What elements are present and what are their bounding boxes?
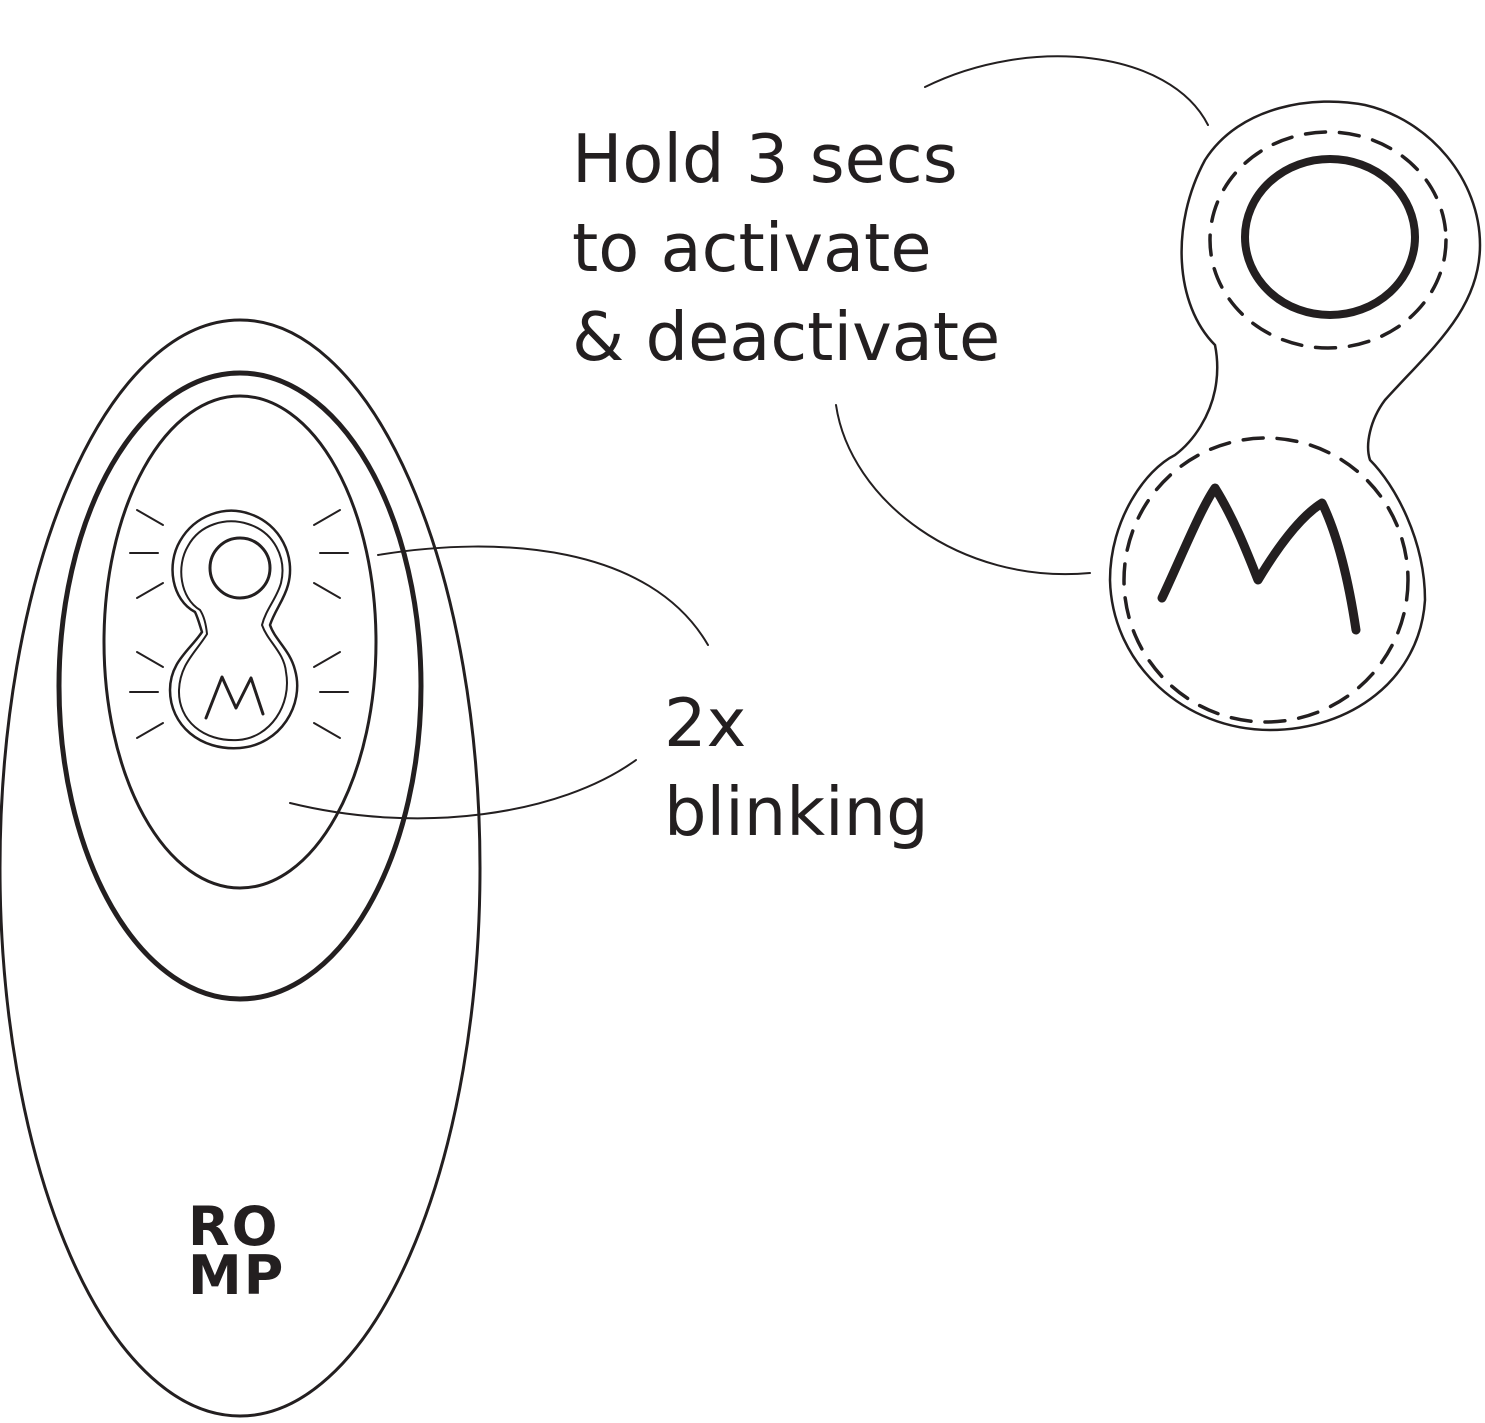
remote-body-outline [0, 318, 482, 1418]
blink-label-line-1: 2x [664, 684, 747, 762]
blink-label-line-2: blinking [664, 773, 929, 851]
blink-instruction-label: 2x blinking [664, 679, 929, 857]
hold-instruction-label: Hold 3 secs to activate & deactivate [572, 115, 1000, 382]
blink-leader-lower [289, 759, 637, 820]
m-logo-icon [1157, 483, 1361, 635]
hold-leader-lower [835, 404, 1091, 576]
remote-button-pair-icon [168, 509, 299, 750]
button-closeup-outline [1108, 100, 1482, 732]
m-button-dashed-ring [1122, 436, 1410, 724]
blink-leader-upper [377, 545, 709, 646]
power-dashed-ring [1208, 130, 1448, 350]
remote-m-button-icon [204, 675, 265, 720]
remote-power-button-icon [208, 536, 272, 600]
brand-line-1: RO [188, 1195, 280, 1258]
button-closeup [1108, 100, 1482, 732]
hold-leader-upper [924, 55, 1209, 126]
remote-button-panel [56, 370, 424, 1002]
power-button-ring-icon [1241, 155, 1419, 319]
hold-label-line-1: Hold 3 secs [572, 120, 958, 198]
hold-label-line-3: & deactivate [572, 298, 1001, 376]
blink-rays [129, 509, 349, 739]
romp-brand-logo: RO MP [188, 1195, 286, 1307]
brand-line-2: MP [188, 1244, 286, 1307]
hold-label-line-2: to activate [572, 209, 932, 287]
remote-inner-oval [102, 394, 378, 890]
